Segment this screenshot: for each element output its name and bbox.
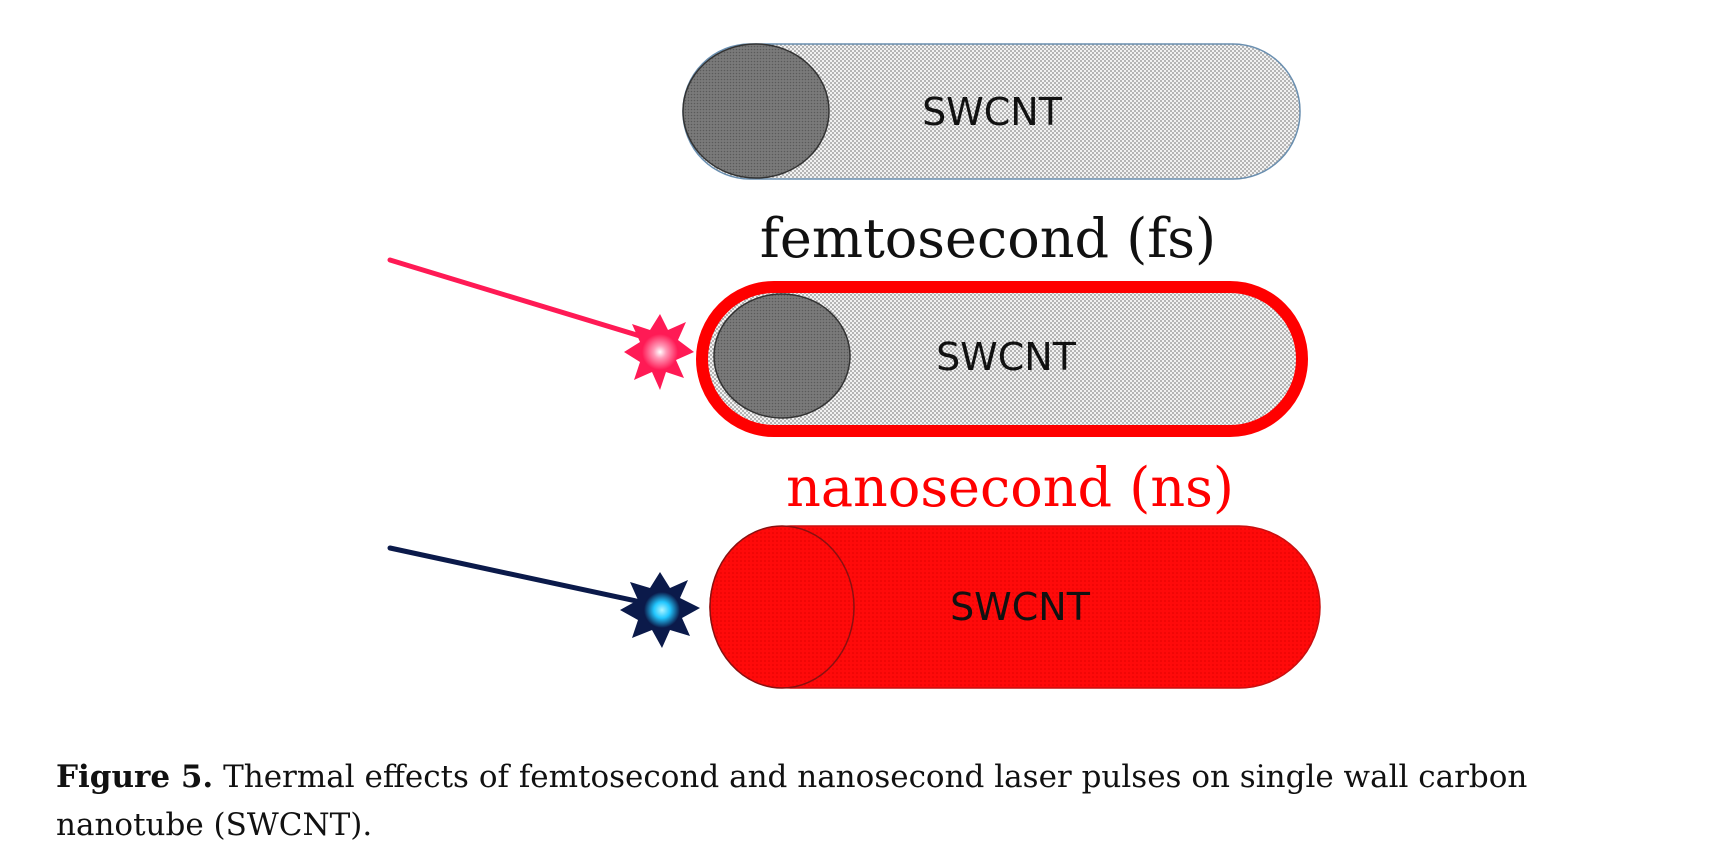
fs-spark-glow bbox=[642, 334, 678, 370]
caption-text: Thermal effects of femtosecond and nanos… bbox=[56, 759, 1528, 843]
ns-tube-label: SWCNT bbox=[950, 585, 1091, 629]
figure-caption: Figure 5. Thermal effects of femtosecond… bbox=[56, 753, 1656, 849]
nanosecond-title: nanosecond (ns) bbox=[786, 456, 1234, 519]
nanosecond-swcnt: SWCNT bbox=[387, 525, 1321, 689]
ns-spark-glow bbox=[644, 592, 680, 628]
figure-graphic: SWCNT femtosecond (fs) SWCNT nanosecond … bbox=[387, 43, 1321, 689]
pristine-tube-label: SWCNT bbox=[922, 90, 1063, 134]
ns-tube-cap bbox=[709, 525, 855, 689]
fs-laser-beam bbox=[387, 257, 643, 339]
ns-laser-beam bbox=[387, 545, 653, 607]
fs-tube-label: SWCNT bbox=[936, 335, 1077, 379]
caption-label: Figure 5. bbox=[56, 759, 214, 795]
pristine-tube-cap bbox=[682, 43, 830, 179]
femtosecond-title: femtosecond (fs) bbox=[760, 207, 1216, 270]
femtosecond-swcnt: SWCNT bbox=[387, 257, 1308, 437]
fs-tube-body bbox=[696, 281, 1308, 437]
fs-tube-cap bbox=[713, 293, 851, 419]
pristine-swcnt: SWCNT bbox=[682, 43, 1301, 180]
